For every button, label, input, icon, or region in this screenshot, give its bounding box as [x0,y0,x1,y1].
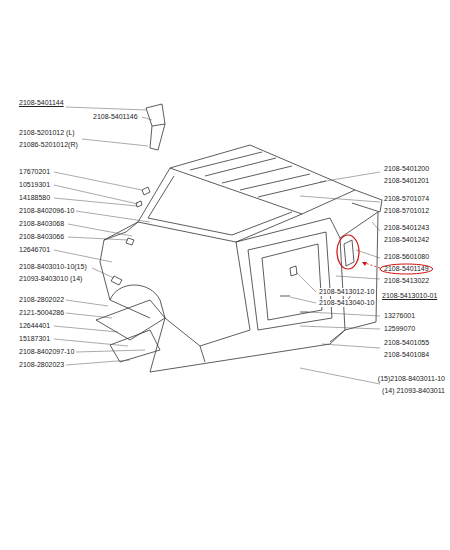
part-number: 2108-5401201 [383,177,430,185]
part-number: 15187301 [18,335,51,343]
part-number: 14188580 [18,194,51,202]
part-number: 2108-5201012 (L) [18,129,76,137]
part-number: 12599070 [383,325,416,333]
part-number: 2108-8403010-10(15) [18,263,88,271]
part-number: 2108-5401144 [18,99,65,107]
part-number: 2108-5401242 [383,236,430,244]
part-number: 2108-8402096-10 [18,207,75,215]
part-number: 2108-2802022 [18,296,65,304]
part-number: 10519301 [18,181,51,189]
part-number: 2108-5401243 [383,224,430,232]
part-number: 2108-5413040-10 [318,299,375,307]
part-number: 2108-5401084 [383,351,430,359]
part-number: 2108-5401200 [383,165,430,173]
part-number: 2108-2802023 [18,361,65,369]
part-number: 2108-5401149 [384,265,429,273]
part-number: 2108-8403066 [18,233,65,241]
part-number: 2121-5004286 [18,309,65,317]
part-number: 2108-5413022 [383,277,430,285]
highlighted-part-number: 2108-5401149 [381,264,432,274]
part-number: 2108-5701074 [383,195,430,203]
part-number: (15)2108-8403011-10 [377,375,446,383]
part-number: 21093-8403010 (14) [18,275,83,283]
part-number: 13276001 [383,312,416,320]
part-number: 21086-5201012(R) [18,141,79,149]
part-number: 12644401 [18,322,51,330]
part-number: 2108-8403068 [18,220,65,228]
part-number: 2108-5413010-01 [381,292,438,300]
part-number: 12646701 [18,246,51,254]
part-number: (14) 21093-8403011 [381,387,446,395]
part-number: 2108-8402097-10 [18,348,75,356]
part-number: 2108-5401055 [383,339,430,347]
part-number: 2108-5601080 [383,253,430,261]
part-number: 17670201 [18,168,51,176]
part-number: 2108-5401146 [92,113,139,121]
part-number: 2108-5701012 [383,207,430,215]
part-number: 2108-5413012-10 [318,288,375,296]
